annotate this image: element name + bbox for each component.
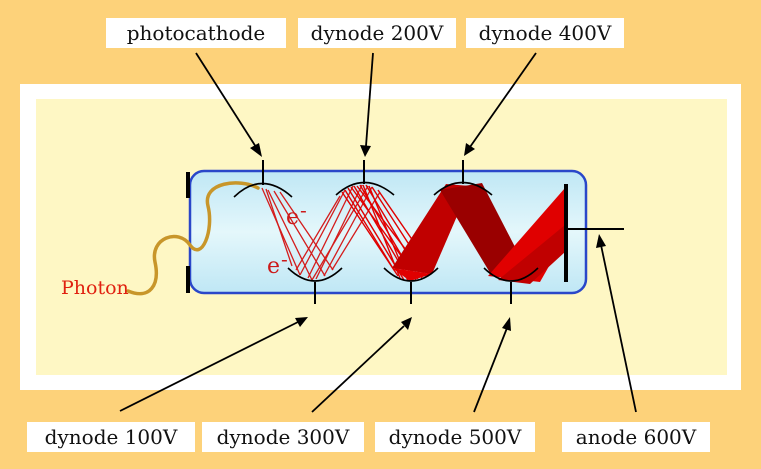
arrowhead-photocathode-icon bbox=[250, 143, 262, 157]
label-photocathode: photocathode bbox=[106, 18, 286, 48]
label-dynode-400: dynode 400V bbox=[466, 18, 624, 48]
photon-label: Photon bbox=[61, 277, 129, 299]
electron-beam-stage4-base bbox=[392, 268, 432, 281]
arrowhead-anode-icon bbox=[596, 234, 606, 248]
arrow-dynode-300-icon bbox=[311, 325, 405, 413]
label-dynode-300: dynode 300V bbox=[202, 422, 364, 452]
electron-beam-stage6-shade bbox=[498, 225, 565, 284]
pointer-arrows bbox=[119, 52, 637, 413]
label-anode-600: anode 600V bbox=[562, 422, 710, 452]
arrow-anode-icon bbox=[600, 244, 637, 413]
photon-wave-icon bbox=[126, 181, 260, 296]
label-dynode-500: dynode 500V bbox=[375, 422, 535, 452]
arrow-dynode-500-icon bbox=[473, 327, 508, 413]
label-dynode-200: dynode 200V bbox=[298, 18, 456, 48]
electron-beam-stage5 bbox=[440, 183, 530, 276]
arrowhead-dynode-300-icon bbox=[401, 317, 412, 330]
electron-label-upper: e- bbox=[286, 198, 307, 230]
electron-label-lower: e- bbox=[267, 247, 288, 279]
arrow-dynode-100-icon bbox=[119, 321, 299, 412]
arrow-dynode-400-icon bbox=[469, 52, 537, 148]
dynode-100-arc bbox=[287, 267, 343, 282]
dynode-500-arc bbox=[483, 267, 539, 282]
arrow-photocathode-icon bbox=[195, 52, 257, 148]
dynode-300-arc bbox=[383, 267, 439, 282]
label-dynode-100: dynode 100V bbox=[27, 422, 195, 452]
arrowhead-dynode-200-icon bbox=[360, 145, 371, 157]
arrowhead-dynode-500-icon bbox=[502, 317, 511, 331]
arrowhead-dynode-400-icon bbox=[464, 143, 475, 156]
arrowhead-dynode-100-icon bbox=[295, 317, 308, 327]
arrow-dynode-200-icon bbox=[365, 52, 374, 147]
